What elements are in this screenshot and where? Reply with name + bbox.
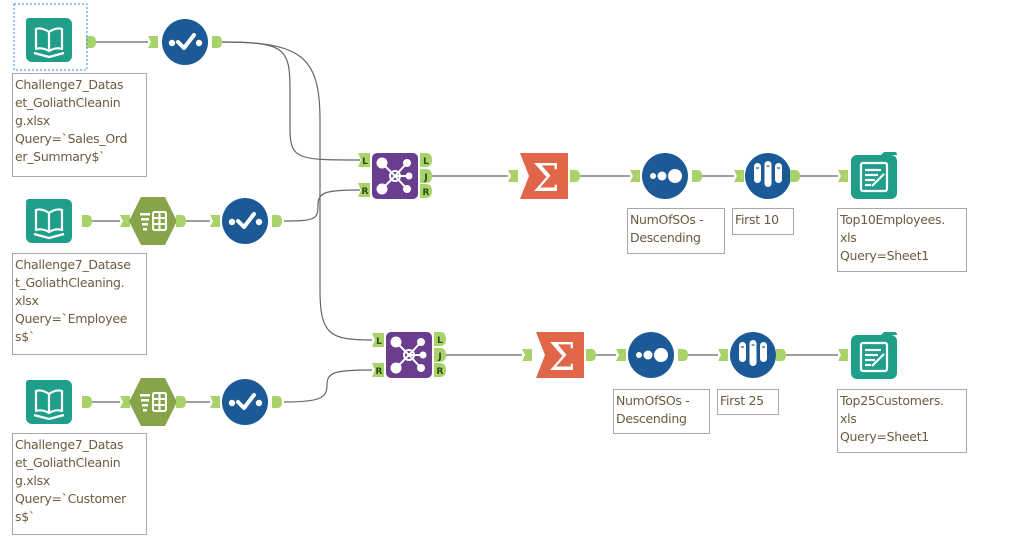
select-icon (222, 198, 268, 244)
input-anchor-left[interactable]: L (358, 153, 370, 167)
tool-sample1[interactable] (745, 153, 791, 199)
connection-select1-join2-left[interactable] (221, 41, 373, 341)
summarize-icon (536, 332, 584, 378)
svg-text:Σ: Σ (533, 156, 560, 200)
output-anchor-join[interactable]: J (420, 169, 432, 183)
join2-input-anchors: L R (372, 333, 384, 377)
output-data-icon (851, 155, 897, 199)
svg-text:Σ: Σ (549, 335, 576, 379)
output-anchor[interactable] (82, 215, 92, 227)
input-anchor[interactable] (120, 396, 130, 408)
selection-box (13, 3, 88, 71)
output-anchor-right[interactable]: R (434, 363, 446, 377)
output-anchor-join[interactable]: J (434, 348, 446, 362)
output-data-icon (851, 335, 897, 379)
output-anchor[interactable] (570, 170, 580, 182)
output-anchor-left[interactable]: L (420, 153, 432, 167)
annotation-input2: Challenge7_Datase t_GoliathCleaning. xls… (12, 253, 147, 355)
input-anchor[interactable] (838, 349, 848, 361)
output-anchor[interactable] (212, 36, 222, 48)
svg-text:J: J (423, 173, 427, 183)
svg-text:R: R (423, 188, 430, 198)
svg-text:L: L (362, 157, 368, 167)
input-anchor[interactable] (718, 349, 728, 361)
input-anchor[interactable] (120, 215, 130, 227)
output-anchor[interactable] (776, 349, 786, 361)
tool-sample2[interactable] (730, 332, 776, 378)
tool-join1[interactable] (372, 153, 418, 199)
input-anchor[interactable] (734, 170, 744, 182)
input-anchor[interactable] (210, 215, 220, 227)
tool-output2[interactable] (851, 332, 897, 379)
annotation-sort1: NumOfSOs - Descending (627, 208, 725, 254)
connection-select3-join2-right[interactable] (283, 369, 373, 403)
output-anchor[interactable] (82, 396, 92, 408)
output-anchor[interactable] (678, 349, 688, 361)
tool-join2[interactable] (386, 332, 432, 378)
svg-text:L: L (376, 337, 382, 347)
svg-text:L: L (423, 157, 429, 167)
input-anchor[interactable] (210, 396, 220, 408)
input-anchor-left[interactable]: L (372, 333, 384, 347)
output-anchor[interactable] (586, 349, 596, 361)
annotation-sample1: First 10 (732, 208, 794, 235)
output-anchor[interactable] (176, 396, 186, 408)
svg-text:J: J (437, 352, 441, 362)
tool-summarize2[interactable]: Σ (536, 332, 584, 379)
input-anchor-right[interactable]: R (372, 363, 384, 377)
annotation-input1: Challenge7_Datas et_GoliathCleanin g.xls… (12, 73, 147, 177)
annotation-output1: Top10Employees. xls Query=Sheet1 (837, 208, 967, 272)
input-anchor[interactable] (508, 170, 518, 182)
output-anchor-right[interactable]: R (420, 184, 432, 198)
tool-summarize1[interactable]: Σ (520, 153, 568, 200)
input-anchor-right[interactable]: R (358, 183, 370, 197)
tool-input2[interactable] (26, 199, 72, 243)
output-anchor[interactable] (86, 36, 96, 48)
annotation-output2: Top25Customers. xls Query=Sheet1 (837, 389, 967, 453)
input-anchor[interactable] (630, 170, 640, 182)
svg-text:R: R (376, 367, 383, 377)
svg-text:R: R (437, 367, 444, 377)
input-anchor[interactable] (148, 36, 158, 48)
output-anchor[interactable] (272, 396, 282, 408)
output-anchor-left[interactable]: L (434, 332, 446, 346)
output-anchor[interactable] (692, 170, 702, 182)
join1-output-anchors: L J R (420, 153, 432, 198)
annotation-input3: Challenge7_Datas et_GoliathCleanin g.xls… (12, 433, 147, 535)
select-icon (222, 379, 268, 425)
summarize-icon (520, 153, 568, 199)
input-anchor[interactable] (838, 170, 848, 182)
tool-filter2[interactable] (129, 197, 177, 245)
tool-input3[interactable] (26, 380, 72, 424)
connection-select1-join1-left[interactable] (221, 41, 361, 161)
annotation-sample2: First 25 (717, 389, 779, 415)
input-anchor[interactable] (616, 349, 626, 361)
tool-sort2[interactable] (628, 332, 674, 378)
svg-text:L: L (437, 336, 443, 346)
output-anchor[interactable] (790, 170, 800, 182)
join1-input-anchors: L R (358, 153, 370, 197)
tool-select1[interactable] (162, 19, 208, 65)
tool-sort1[interactable] (642, 153, 688, 199)
tool-input1[interactable] (26, 18, 72, 62)
svg-text:R: R (362, 187, 369, 197)
input-anchor[interactable] (522, 349, 532, 361)
tool-select3[interactable] (222, 379, 268, 425)
tool-filter3[interactable] (129, 378, 177, 426)
join2-output-anchors: L J R (434, 332, 446, 377)
connections (92, 41, 838, 403)
tool-output1[interactable] (851, 152, 897, 199)
output-anchor[interactable] (272, 215, 282, 227)
connection-select2-join1-right[interactable] (283, 189, 361, 222)
select-icon (162, 19, 208, 65)
tool-select2[interactable] (222, 198, 268, 244)
annotation-sort2: NumOfSOs - Descending (613, 389, 710, 434)
output-anchor[interactable] (176, 215, 186, 227)
